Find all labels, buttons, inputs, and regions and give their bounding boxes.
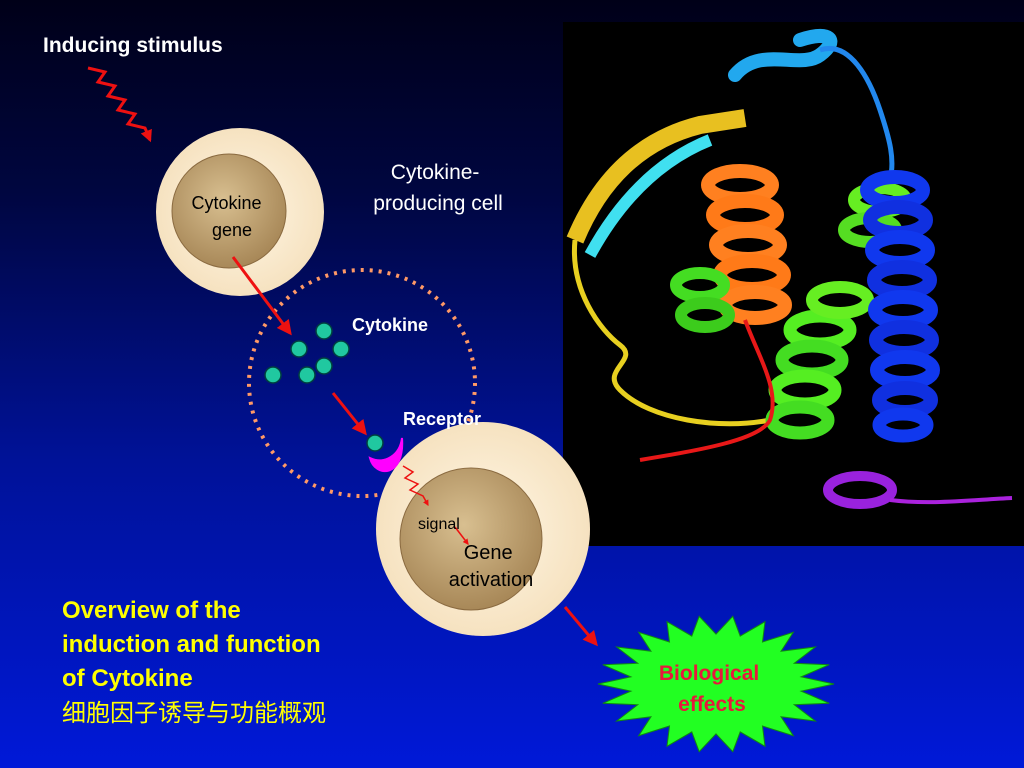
blue-helix <box>860 170 940 443</box>
cytokine-label: Cytokine <box>352 315 428 335</box>
producing-cell-line2: producing cell <box>373 192 503 215</box>
signal-zigzag-icon <box>402 465 429 507</box>
cytokine-gene-line1: Cytokine <box>191 193 261 213</box>
biological-effects-label: Biological effects <box>659 662 765 716</box>
protein-structure-image <box>563 22 1024 546</box>
cytokine-gene-line2: gene <box>212 220 252 240</box>
cytokine-gene-label: Cytokine gene <box>191 193 266 240</box>
receptor-label: Receptor <box>403 409 481 429</box>
title-line1: Overview of the <box>62 597 241 624</box>
cytokine-molecules <box>264 322 350 384</box>
title-line2: induction and function <box>62 631 321 658</box>
inducing-stimulus-label: Inducing stimulus <box>43 34 223 57</box>
title-line3: of Cytokine <box>62 665 193 692</box>
biological-effects-line1: Biological <box>659 662 759 685</box>
producing-cell-line1: Cytokine- <box>391 161 480 184</box>
signal-arrow <box>454 526 469 545</box>
title-line4-chinese: 细胞因子诱导与功能概观 <box>62 699 326 727</box>
effects-arrow <box>563 606 598 647</box>
cytokine-producing-cell <box>156 128 324 296</box>
signal-label: signal <box>418 516 460 533</box>
stimulus-zigzag-arrow-icon <box>87 66 152 143</box>
gene-activation-line2: activation <box>449 569 534 591</box>
biological-effects-line2: effects <box>678 693 746 716</box>
gene-activation-label: Gene activation <box>449 542 534 591</box>
crescent-receptor-icon <box>366 434 404 473</box>
starburst-icon <box>597 615 835 753</box>
slide-title: Overview of the induction and function o… <box>62 594 326 730</box>
binding-arrow <box>331 392 367 436</box>
secretion-arrow <box>231 256 292 336</box>
target-cell <box>376 422 590 636</box>
gene-activation-line1: Gene <box>464 542 513 564</box>
producing-cell-label: Cytokine- producing cell <box>373 161 503 215</box>
cytokine-release-zone <box>247 268 477 498</box>
